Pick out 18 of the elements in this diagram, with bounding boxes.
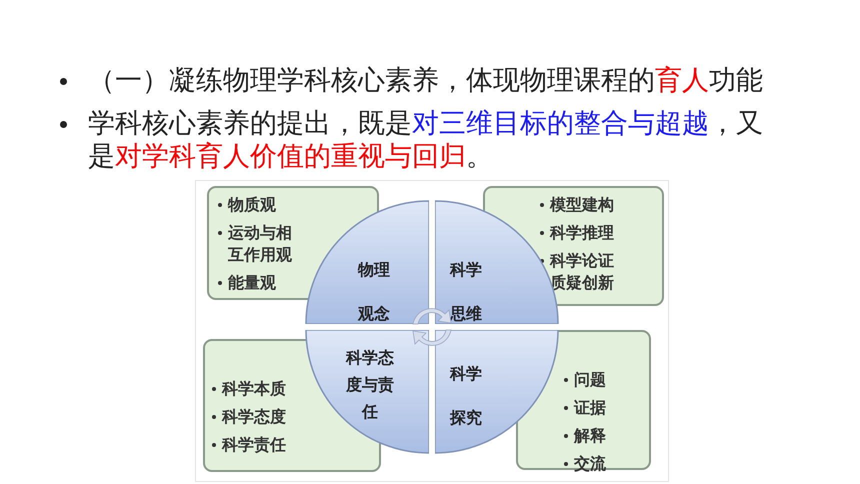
quadrant-label: 科学思维 <box>449 259 483 325</box>
list-item: 能量观 <box>228 272 277 294</box>
bullet-text: （一）凝练物理学科核心素养，体现物理课程的育人功能 <box>88 64 764 97</box>
list-item: 模型建构 <box>550 194 615 216</box>
list-item: 交流 <box>574 453 607 475</box>
quadrant-label: 物理观念 <box>357 259 391 325</box>
bullet-text: 学科核心素养的提出，既是对三维目标的整合与超越，又是对学科育人价值的重视与回归。 <box>88 107 764 173</box>
list-item: 物质观 <box>228 194 277 216</box>
list-item: 科学推理 <box>550 222 615 244</box>
list-item: 解释 <box>574 425 607 447</box>
list-item: 科学本质 <box>222 378 287 400</box>
list-item: 问题 <box>574 369 607 391</box>
quadrant-label: 科学态度与责任 <box>344 347 395 423</box>
list-item: 运动与相互作用观 <box>228 222 293 266</box>
list-item: 科学态度 <box>222 406 287 428</box>
quadrant-label: 科学探究 <box>449 363 483 429</box>
list-item: 证据 <box>574 397 607 419</box>
list-item: 科学责任 <box>222 434 287 456</box>
